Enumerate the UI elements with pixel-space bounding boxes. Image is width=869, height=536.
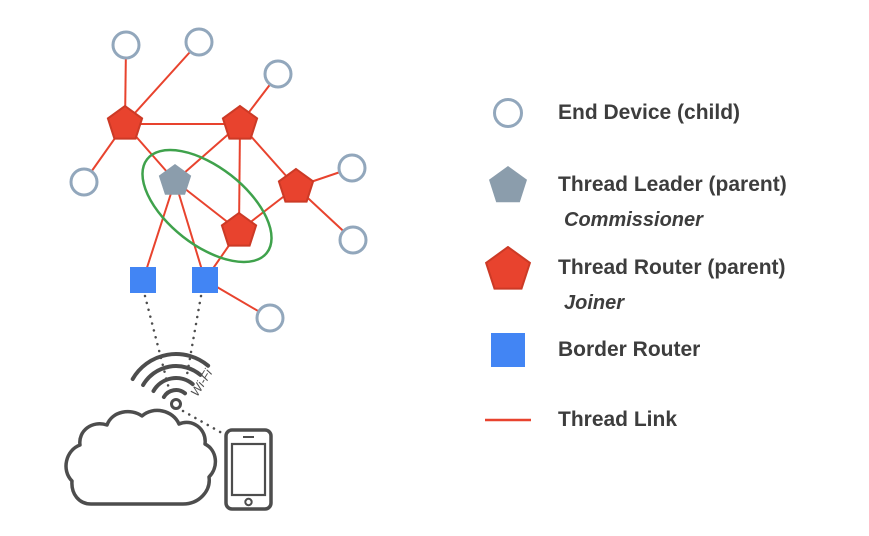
end-device-node bbox=[69, 167, 99, 197]
cloud-icon bbox=[64, 408, 218, 506]
smartphone-icon bbox=[224, 428, 273, 511]
wifi-icon bbox=[130, 352, 211, 410]
thread-router-node bbox=[220, 211, 258, 247]
end-device-node bbox=[337, 153, 367, 183]
end-device-node bbox=[338, 225, 368, 255]
end-device-node bbox=[255, 303, 285, 333]
border-router-node bbox=[130, 267, 156, 293]
thread-link-line bbox=[142, 180, 176, 281]
dotted-link bbox=[183, 294, 203, 388]
dotted-links-layer bbox=[143, 294, 231, 439]
nodes-layer bbox=[69, 27, 368, 333]
thread-leader-node bbox=[158, 164, 192, 195]
end-device-node bbox=[111, 30, 141, 60]
end-device-node bbox=[263, 59, 293, 89]
commissioning-ellipse-layer bbox=[141, 148, 273, 264]
commissioning-ellipse bbox=[141, 148, 273, 264]
thread-router-node bbox=[106, 104, 144, 140]
border-router-node bbox=[192, 267, 218, 293]
thread-link-line bbox=[124, 41, 200, 125]
end-device-node bbox=[184, 27, 214, 57]
thread-link-line bbox=[174, 180, 206, 281]
thread-router-node bbox=[277, 167, 315, 203]
thread-router-node bbox=[221, 104, 259, 140]
